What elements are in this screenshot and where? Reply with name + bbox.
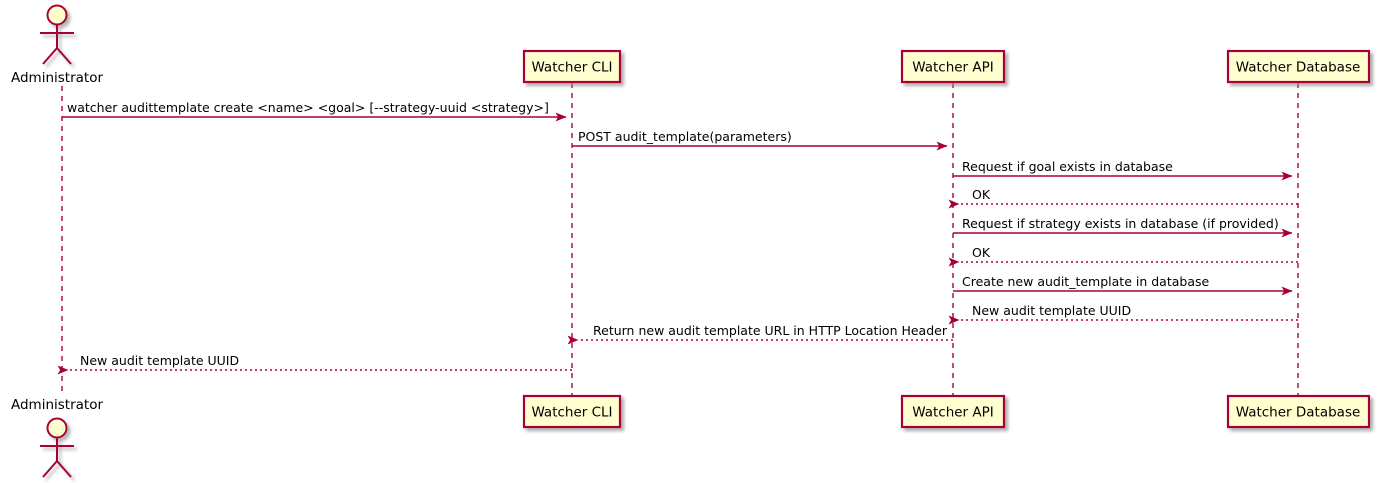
actor-figure-bottom xyxy=(40,417,74,478)
participant-watcher-api-top-box[interactable] xyxy=(900,49,1006,84)
message-5-label: Request if strategy exists in database (… xyxy=(962,216,1279,231)
actor-administrator-bottom[interactable]: Administrator xyxy=(11,397,103,478)
message-1-label: watcher audittemplate create <name> <goa… xyxy=(67,100,549,115)
message-4-label: OK xyxy=(972,187,991,202)
participant-watcher-api-bottom-box[interactable] xyxy=(900,394,1006,429)
message-8[interactable]: New audit template UUID xyxy=(948,303,1298,325)
actor-administrator-top[interactable]: Administrator xyxy=(11,4,103,87)
actor-administrator-top-label: Administrator xyxy=(11,70,103,86)
participant-watcher-api-bottom-label: Watcher API xyxy=(912,405,994,421)
message-7[interactable]: Create new audit_template in database xyxy=(953,274,1293,296)
participant-watcher-db-bottom-label: Watcher Database xyxy=(1236,405,1361,421)
message-3-label: Request if goal exists in database xyxy=(962,159,1173,174)
message-8-label: New audit template UUID xyxy=(972,303,1131,318)
participant-watcher-api-bottom[interactable]: Watcher API xyxy=(900,394,1006,429)
participant-watcher-api-top-label: Watcher API xyxy=(912,60,994,76)
message-6-label: OK xyxy=(972,245,991,260)
message-7-label: Create new audit_template in database xyxy=(962,274,1209,289)
participant-watcher-db-bottom-box[interactable] xyxy=(1226,394,1371,429)
message-2-label: POST audit_template(parameters) xyxy=(578,129,792,144)
message-10[interactable]: New audit template UUID xyxy=(57,353,572,375)
participant-watcher-cli-bottom[interactable]: Watcher CLI xyxy=(522,394,622,429)
message-5[interactable]: Request if strategy exists in database (… xyxy=(953,216,1293,238)
participant-watcher-db-top[interactable]: Watcher Database xyxy=(1226,49,1371,84)
participant-watcher-api-top[interactable]: Watcher API xyxy=(900,49,1006,84)
message-2[interactable]: POST audit_template(parameters) xyxy=(572,129,948,151)
participant-watcher-db-top-box[interactable] xyxy=(1226,49,1371,84)
message-3[interactable]: Request if goal exists in database xyxy=(953,159,1293,181)
actor-figure-top xyxy=(40,4,74,65)
message-9[interactable]: Return new audit template URL in HTTP Lo… xyxy=(567,323,953,345)
message-1[interactable]: watcher audittemplate create <name> <goa… xyxy=(62,100,567,122)
participant-watcher-cli-top-label: Watcher CLI xyxy=(531,60,612,76)
message-10-label: New audit template UUID xyxy=(80,353,239,368)
participant-watcher-db-bottom[interactable]: Watcher Database xyxy=(1226,394,1371,429)
participant-watcher-cli-top-box[interactable] xyxy=(522,49,622,84)
message-4[interactable]: OK xyxy=(948,187,1298,209)
message-9-label: Return new audit template URL in HTTP Lo… xyxy=(593,323,948,338)
participant-watcher-db-top-label: Watcher Database xyxy=(1236,60,1361,76)
actor-administrator-bottom-label: Administrator xyxy=(11,397,103,413)
participant-watcher-cli-top[interactable]: Watcher CLI xyxy=(522,49,622,84)
participant-watcher-cli-bottom-box[interactable] xyxy=(522,394,622,429)
participant-watcher-cli-bottom-label: Watcher CLI xyxy=(531,405,612,421)
message-6[interactable]: OK xyxy=(948,245,1298,267)
